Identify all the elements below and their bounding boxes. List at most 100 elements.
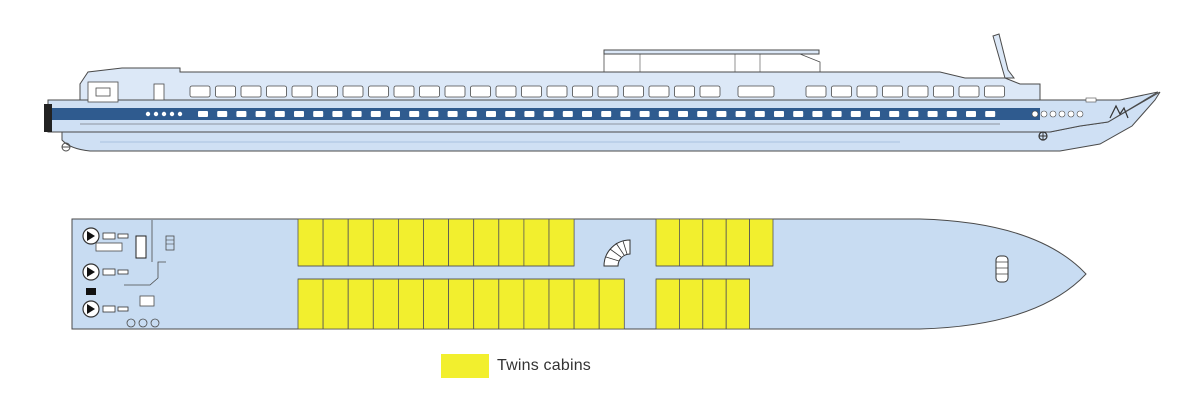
- porthole: [639, 111, 650, 117]
- porthole: [198, 111, 208, 117]
- window: [856, 85, 878, 98]
- porthole: [351, 111, 362, 117]
- twin-cabin: [473, 278, 500, 330]
- twin-cabin: [498, 218, 525, 267]
- porthole: [908, 111, 919, 117]
- porthole: [294, 111, 304, 117]
- twin-cabin: [397, 278, 424, 330]
- twin-cabin: [523, 278, 550, 330]
- window: [831, 85, 852, 98]
- window: [240, 85, 262, 98]
- twin-cabin: [702, 278, 727, 330]
- logo-icon: [1109, 104, 1129, 119]
- equipment: [86, 288, 96, 295]
- porthole: [697, 111, 708, 117]
- porthole: [524, 111, 535, 117]
- window: [907, 85, 929, 98]
- window: [546, 85, 568, 98]
- porthole: [831, 111, 842, 117]
- porthole: [145, 111, 151, 117]
- porthole: [505, 111, 516, 117]
- porthole: [332, 111, 343, 117]
- twin-cabin: [548, 218, 575, 267]
- twin-cabin: [473, 218, 500, 267]
- window: [597, 85, 619, 98]
- window: [984, 85, 1005, 98]
- engine-icon: [82, 263, 129, 281]
- porthole: [658, 111, 669, 117]
- porthole: [927, 111, 938, 117]
- porthole: [774, 111, 784, 117]
- legend-swatch: [441, 354, 489, 378]
- porthole: [946, 111, 957, 117]
- twin-cabin: [725, 218, 751, 267]
- twin-cabin: [448, 218, 475, 267]
- porthole: [428, 111, 439, 117]
- twin-cabin: [725, 278, 751, 330]
- window: [342, 85, 364, 98]
- porthole: [390, 111, 400, 117]
- window: [933, 85, 954, 98]
- sun-deck-canopy: [603, 49, 820, 55]
- porthole: [486, 111, 496, 117]
- ship-side-view: [44, 33, 1161, 152]
- twin-cabin: [573, 278, 600, 330]
- porthole: [466, 111, 477, 117]
- porthole: [716, 111, 727, 117]
- window: [674, 85, 695, 98]
- twin-cabin: [598, 278, 625, 330]
- twin-cabin: [297, 218, 324, 267]
- porthole: [754, 111, 765, 117]
- ship-top-view: [71, 218, 1087, 330]
- twin-cabin: [322, 218, 349, 267]
- twin-cabin: [347, 218, 374, 267]
- bollards: [126, 318, 160, 328]
- window: [215, 85, 236, 98]
- equipment: [95, 242, 123, 252]
- window: [805, 85, 827, 98]
- twin-cabin: [448, 278, 475, 330]
- porthole: [370, 111, 381, 117]
- twin-cabin: [322, 278, 349, 330]
- twin-cabin: [372, 218, 399, 267]
- porthole: [447, 111, 458, 117]
- porthole: [1067, 110, 1075, 118]
- engine-icon: [82, 227, 129, 245]
- twin-cabin: [423, 278, 450, 330]
- porthole: [236, 111, 247, 117]
- porthole: [812, 111, 823, 117]
- porthole: [255, 111, 266, 117]
- window: [958, 85, 980, 98]
- window: [419, 85, 440, 98]
- stern-transom: [44, 104, 52, 132]
- window: [521, 85, 542, 98]
- twin-cabin: [347, 278, 374, 330]
- window: [648, 85, 670, 98]
- porthole: [678, 111, 688, 117]
- propeller-icon: [61, 142, 71, 152]
- window: [882, 85, 903, 98]
- twin-cabin: [397, 218, 424, 267]
- porthole: [601, 111, 612, 117]
- window: [317, 85, 338, 98]
- equipment: [139, 295, 155, 307]
- window: [393, 85, 415, 98]
- cabin-blocks: [297, 218, 774, 330]
- anchor-icon: [1038, 131, 1048, 141]
- engine-icon: [82, 300, 129, 318]
- window: [699, 85, 721, 98]
- porthole: [1076, 110, 1084, 118]
- twin-cabin: [679, 218, 704, 267]
- window: [368, 85, 389, 98]
- window: [189, 85, 211, 98]
- twin-cabin: [749, 218, 774, 267]
- porthole: [153, 111, 159, 117]
- porthole: [177, 111, 183, 117]
- window: [444, 85, 466, 98]
- porthole: [161, 111, 167, 117]
- twin-cabin: [372, 278, 399, 330]
- twin-cabin: [679, 278, 704, 330]
- porthole: [562, 111, 573, 117]
- stair-icon: [165, 235, 175, 251]
